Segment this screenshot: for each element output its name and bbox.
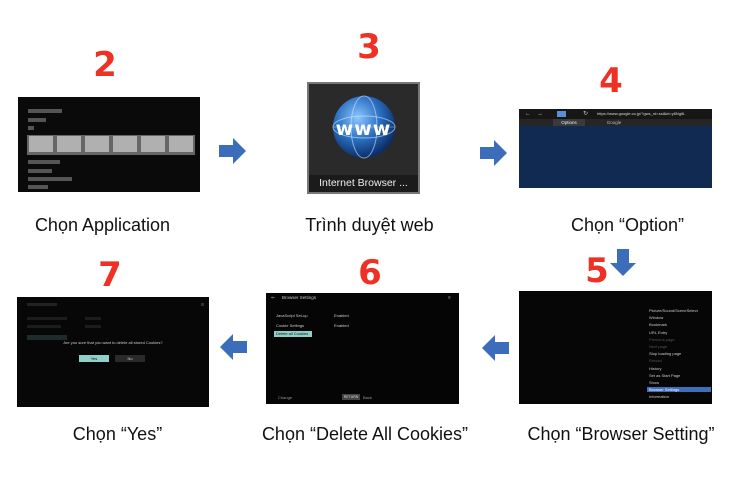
caption-step-5: Chọn “Browser Setting” [527,424,715,444]
internet-browser-tile[interactable]: www Internet Browser ... [307,82,420,194]
confirm-question: Are you sure that you want to delete all… [63,340,163,345]
settings-title: Browser Settings [282,295,317,300]
www-logo-text: www [335,118,392,140]
confirm-dialog-screenshot: Are you sure that you want to delete all… [17,297,209,407]
forward-icon[interactable]: → [537,111,543,117]
footer-back: Back [363,395,372,400]
globe-icon [332,95,396,159]
setting-label-cookie[interactable]: Cookie Settings [276,323,305,328]
menu-item[interactable]: Show [649,380,660,385]
menu-item[interactable]: History [649,365,662,371]
setting-value-javascript: Enabled [334,313,349,318]
back-icon[interactable]: ⇐ [271,295,276,301]
step-number-5: 5 [585,251,609,291]
arrow-left-icon [482,335,509,361]
step-number-7: 7 [98,255,122,295]
settings-menu-icon[interactable]: ≡ [448,295,451,301]
menu-item[interactable]: Set as Start Page [649,372,681,378]
no-button[interactable]: No [115,355,145,362]
menu-item[interactable]: Picture/Sound/SceneSelect [649,308,698,313]
browser-settings-screenshot: ⇐ Browser Settings ≡ JavaScript Set-up E… [266,293,459,404]
browser-options-screenshot: ← → ↻ https://www.google.co.jp/?gws_rd=s… [519,109,712,188]
menu-item[interactable]: Next page [649,344,668,349]
arrow-left-icon [220,334,247,360]
menu-item-browser-settings[interactable]: Browser Settings [647,387,711,393]
step-number-2: 2 [93,45,117,85]
caption-step-2: Chọn Application [34,215,171,235]
menu-item[interactable]: Reload [649,358,662,364]
setting-label-javascript[interactable]: JavaScript Set-up [276,313,308,318]
footer-return-key[interactable]: RETURN [342,394,360,400]
menu-item[interactable]: Information [649,394,670,400]
tile-label: Internet Browser ... [309,175,418,192]
options-button[interactable] [557,111,566,117]
caption-step-7: Chọn “Yes” [72,424,163,444]
menu-item[interactable]: Previous page [649,336,675,342]
step-number-4: 4 [599,61,623,101]
menu-item[interactable]: Stop loading page [649,351,682,357]
caption-step-3: Trình duyệt web [305,215,434,235]
yes-button[interactable]: Yes [79,355,109,362]
arrow-down-icon [610,249,636,276]
menu-item[interactable]: Bookmark [649,322,668,328]
arrow-right-icon [219,138,246,164]
menu-item[interactable]: URL Entry [649,329,668,335]
caption-step-4: Chọn “Option” [570,215,685,235]
arrow-right-icon [480,140,507,166]
delete-all-cookies-button[interactable]: Delete all Cookies [274,331,312,337]
back-icon[interactable]: ← [525,111,531,117]
reload-icon[interactable]: ↻ [583,111,589,117]
footer-change: Change [278,395,293,400]
step-number-6: 6 [358,253,382,293]
caption-step-6: Chọn “Delete All Cookies” [261,424,469,444]
menu-item[interactable]: Window [649,315,664,321]
application-screenshot [18,97,200,192]
tab-google[interactable]: Google [606,120,622,125]
setting-value-cookie: Enabled [334,323,349,328]
url-bar[interactable]: https://www.google.co.jp/?gws_rd=ssl&ei=… [597,111,687,116]
step-number-3: 3 [357,27,381,67]
tab-options[interactable]: Options [553,119,585,126]
